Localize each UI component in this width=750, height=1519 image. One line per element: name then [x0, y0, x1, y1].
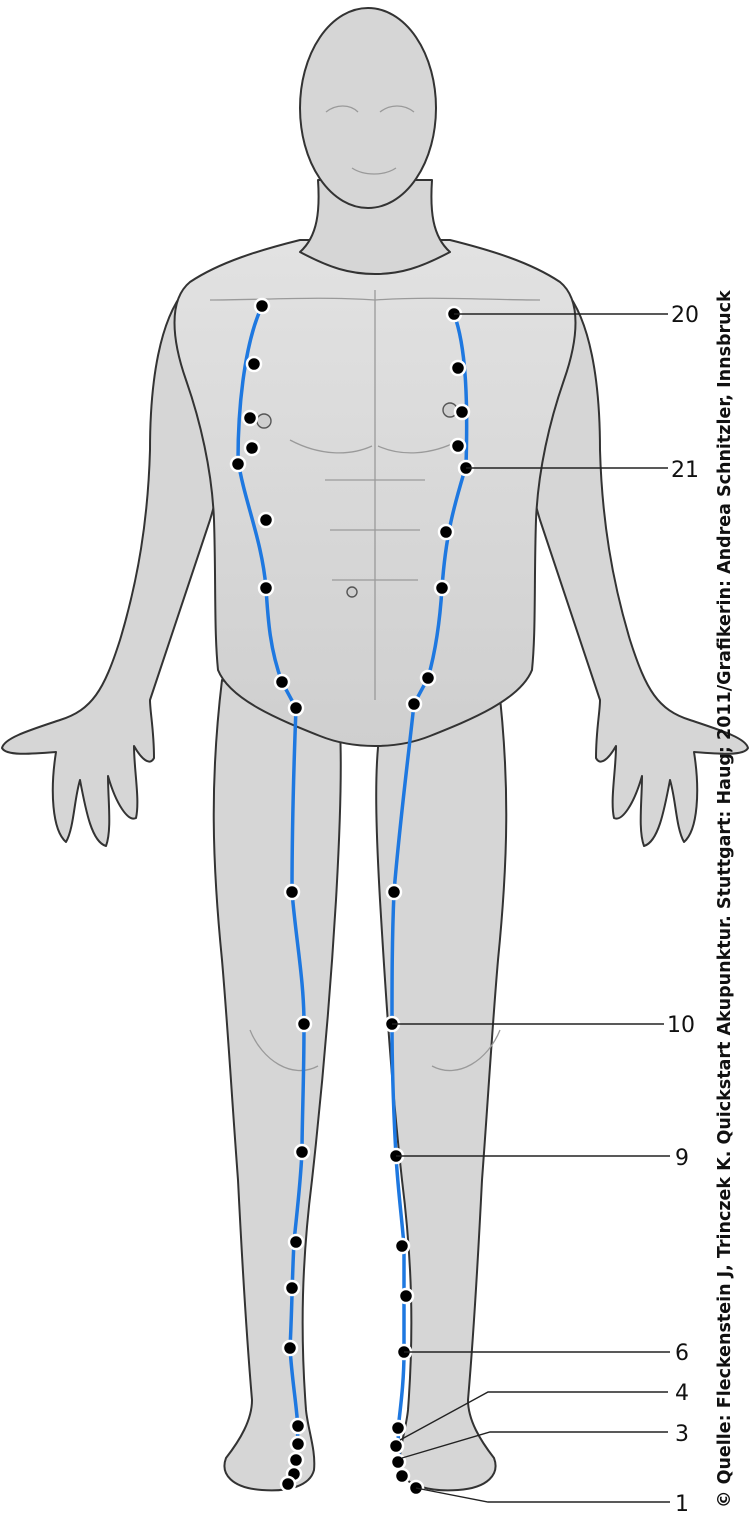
acupuncture-points — [229, 297, 475, 1497]
left-nipple — [256, 413, 272, 429]
acupuncture-point — [283, 1279, 301, 1297]
leader-3 — [401, 1431, 668, 1459]
meridian-right — [390, 312, 469, 1482]
acupuncture-point — [245, 355, 263, 373]
acupuncture-point — [273, 673, 291, 691]
acupuncture-point — [287, 699, 305, 717]
acupuncture-point — [295, 1015, 313, 1033]
label-9: 9 — [675, 1146, 689, 1171]
acupuncture-point — [253, 297, 271, 315]
acupuncture-point — [419, 669, 437, 687]
label-1: 1 — [675, 1492, 689, 1517]
leader-lines — [392, 313, 670, 1503]
acupuncture-point — [229, 455, 247, 473]
acupuncture-point — [283, 883, 301, 901]
acupuncture-point — [387, 1437, 405, 1455]
acupuncture-point — [393, 1237, 411, 1255]
left-leg — [212, 679, 342, 1492]
right-arm — [517, 289, 749, 847]
acupuncture-point — [287, 1451, 305, 1469]
acupuncture-point — [243, 439, 261, 457]
acupuncture-point — [453, 403, 471, 421]
label-6: 6 — [675, 1341, 689, 1366]
meridian-lines — [236, 304, 469, 1482]
acupuncture-point — [397, 1287, 415, 1305]
acupuncture-point — [437, 523, 455, 541]
acupuncture-point — [433, 579, 451, 597]
label-3: 3 — [675, 1422, 689, 1447]
acupuncture-point — [289, 1435, 307, 1453]
acupuncture-point — [241, 409, 259, 427]
navel — [346, 586, 358, 598]
meridian-left — [236, 304, 306, 1472]
left-arm — [1, 289, 233, 847]
label-20: 20 — [671, 303, 699, 328]
acupuncture-point — [393, 1467, 411, 1485]
right-leg — [375, 679, 508, 1492]
acupuncture-point — [257, 511, 275, 529]
copyright-credit: © Quelle: Fleckenstein J, Trinczek K. Qu… — [715, 290, 735, 1508]
leader-1 — [415, 1487, 670, 1503]
acupuncture-point — [289, 1417, 307, 1435]
human-figure-front-view — [1, 7, 749, 1492]
label-4: 4 — [675, 1381, 689, 1406]
acupuncture-point — [449, 359, 467, 377]
acupuncture-point — [293, 1143, 311, 1161]
acupuncture-point — [257, 579, 275, 597]
neck — [299, 179, 451, 275]
leader-4 — [399, 1391, 668, 1441]
acupuncture-point — [385, 883, 403, 901]
acupuncture-point — [405, 695, 423, 713]
head — [299, 7, 437, 209]
label-21: 21 — [671, 458, 699, 483]
acupuncture-point — [279, 1475, 297, 1493]
point-labels: 20 21 10 9 6 4 3 1 — [667, 303, 699, 1517]
acupuncture-point — [389, 1419, 407, 1437]
acupuncture-point — [449, 437, 467, 455]
acupuncture-point — [281, 1339, 299, 1357]
acupuncture-point — [287, 1233, 305, 1251]
label-10: 10 — [667, 1013, 695, 1038]
